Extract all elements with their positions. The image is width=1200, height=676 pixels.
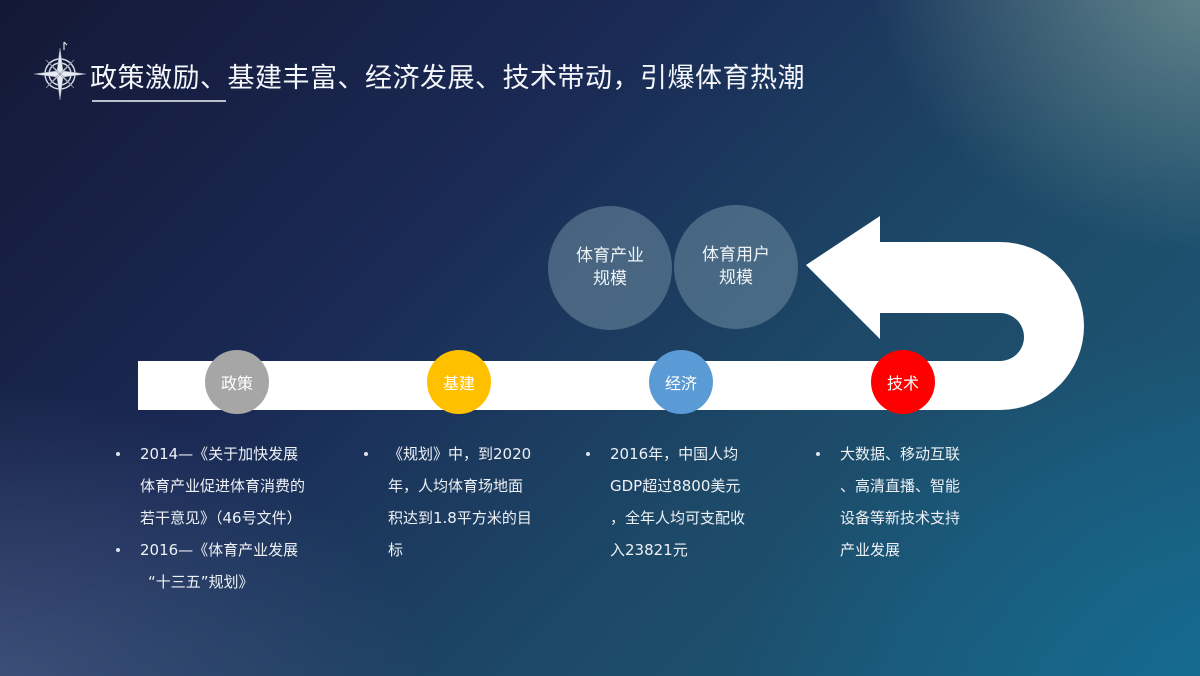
node-technology: 技术 — [871, 350, 935, 414]
outcome-label-line1: 体育用户 — [702, 245, 770, 265]
page-title: 政策激励、基建丰富、经济发展、技术带动，引爆体育热潮 — [90, 63, 805, 94]
compass-rose-icon — [34, 41, 87, 101]
technology-description: 大数据、移动互联 、高清直播、智能 设备等新技术支持 产业发展 — [814, 438, 960, 566]
title-underline — [92, 100, 226, 102]
outcome-label-line2: 规模 — [719, 268, 753, 288]
economy-description: 2016年，中国人均 GDP超过8800美元 ，全年人均可支配收 入23821元 — [584, 438, 745, 566]
outcome-bubble-user-scale: 体育用户 规模 — [674, 205, 798, 329]
list-item: 2016—《体育产业发展 “十三五”规划》 — [114, 534, 305, 598]
outcome-bubble-industry-scale: 体育产业 规模 — [548, 206, 672, 330]
infrastructure-description: 《规划》中，到2020 年，人均体育场地面 积达到1.8平方米的目 标 — [362, 438, 532, 566]
outcome-label-line1: 体育产业 — [576, 246, 644, 266]
list-item: 2014—《关于加快发展 体育产业促进体育消费的 若干意见》（46号文件） — [114, 438, 305, 534]
node-infrastructure: 基建 — [427, 350, 491, 414]
policy-description: 2014—《关于加快发展 体育产业促进体育消费的 若干意见》（46号文件） 20… — [114, 438, 305, 598]
node-economy: 经济 — [649, 350, 713, 414]
node-policy: 政策 — [205, 350, 269, 414]
outcome-label-line2: 规模 — [593, 269, 627, 289]
list-item: 《规划》中，到2020 年，人均体育场地面 积达到1.8平方米的目 标 — [362, 438, 532, 566]
list-item: 2016年，中国人均 GDP超过8800美元 ，全年人均可支配收 入23821元 — [584, 438, 745, 566]
list-item: 大数据、移动互联 、高清直播、智能 设备等新技术支持 产业发展 — [814, 438, 960, 566]
